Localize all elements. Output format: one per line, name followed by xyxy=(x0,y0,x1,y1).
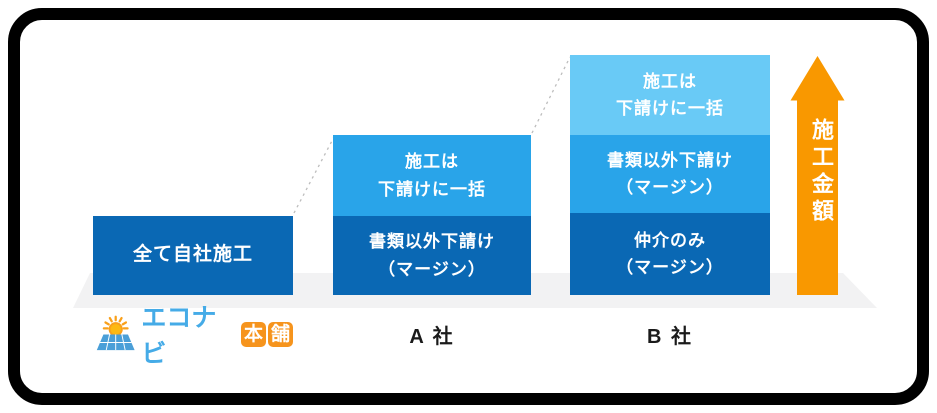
category-label-company-b: B 社 xyxy=(647,326,693,348)
bar-a-segment-margin: 書類以外下請け （マージン） xyxy=(333,216,531,295)
dashed-step-line-1 xyxy=(293,136,335,214)
logo-text-econavi: エコナビ xyxy=(141,304,217,368)
price-axis-label: 施工金額 xyxy=(809,118,834,226)
bar-econavi-segment-all-inhouse: 全て自社施工 xyxy=(93,216,293,295)
price-arrow-up xyxy=(790,56,845,295)
sun-solar-panel-icon xyxy=(96,315,135,351)
bar-b-segment-broker-margin: 仲介のみ （マージン） xyxy=(570,213,770,295)
logo-badge-hon: 本 xyxy=(241,321,266,347)
econavi-logo: エコナビ 本 舗 xyxy=(93,304,293,368)
bar-b-segment-subcontract-construction: 施工は 下請けに一括 xyxy=(570,55,770,135)
logo-badge-po: 舗 xyxy=(268,321,293,347)
bar-b-segment-subcontract-margin: 書類以外下請け （マージン） xyxy=(570,135,770,213)
bar-a-segment-subcontract-construction: 施工は 下請けに一括 xyxy=(333,135,531,216)
logo-badges: 本 舗 xyxy=(241,321,293,347)
category-label-company-a: A 社 xyxy=(409,326,455,348)
dashed-step-line-2 xyxy=(531,56,571,134)
